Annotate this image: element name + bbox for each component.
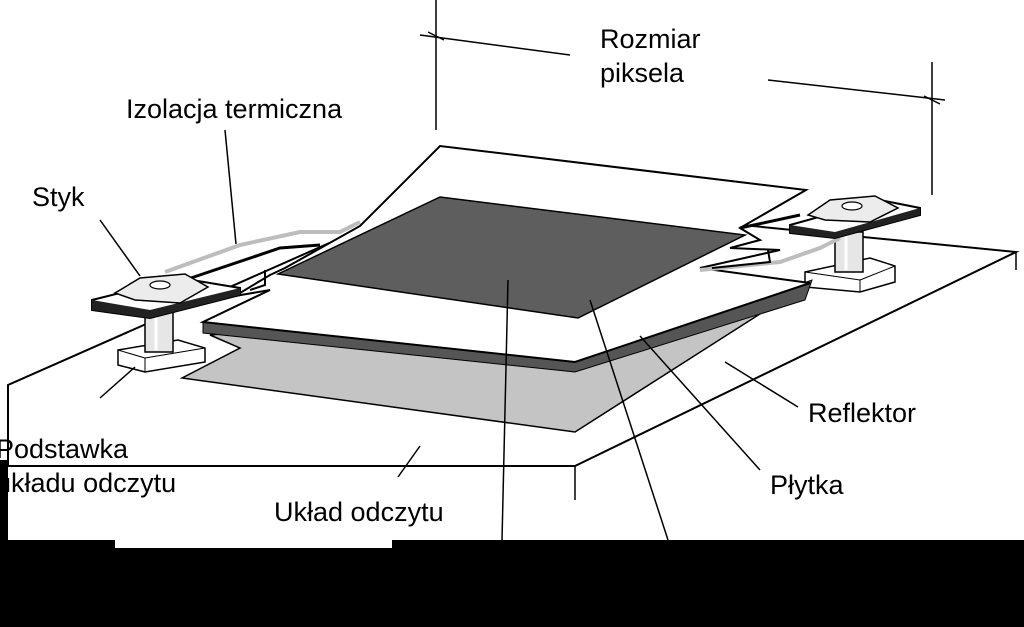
absorber: [275, 196, 748, 319]
label-readout-circuit: Układ odczytu: [274, 497, 444, 527]
contact-right: [789, 195, 921, 240]
label-pixel-size-1: Rozmiar: [600, 24, 701, 54]
pixel-size-dimension: [419, 0, 946, 195]
label-thermal-insulation: Izolacja termiczna: [126, 94, 343, 124]
leader-lines: [99, 129, 799, 541]
label-reflector: Reflektor: [808, 398, 916, 428]
insulation-legs: [164, 213, 841, 291]
readout-base-left: [117, 339, 206, 373]
label-readout-base-2: układu odczytu: [0, 468, 176, 498]
label-contact: Styk: [32, 182, 85, 212]
label-readout-base-1: Podstawka: [0, 434, 129, 464]
label-pixel-size-2: piksela: [600, 58, 685, 88]
label-plate: Płytka: [770, 470, 845, 500]
contact-left: [91, 273, 241, 320]
